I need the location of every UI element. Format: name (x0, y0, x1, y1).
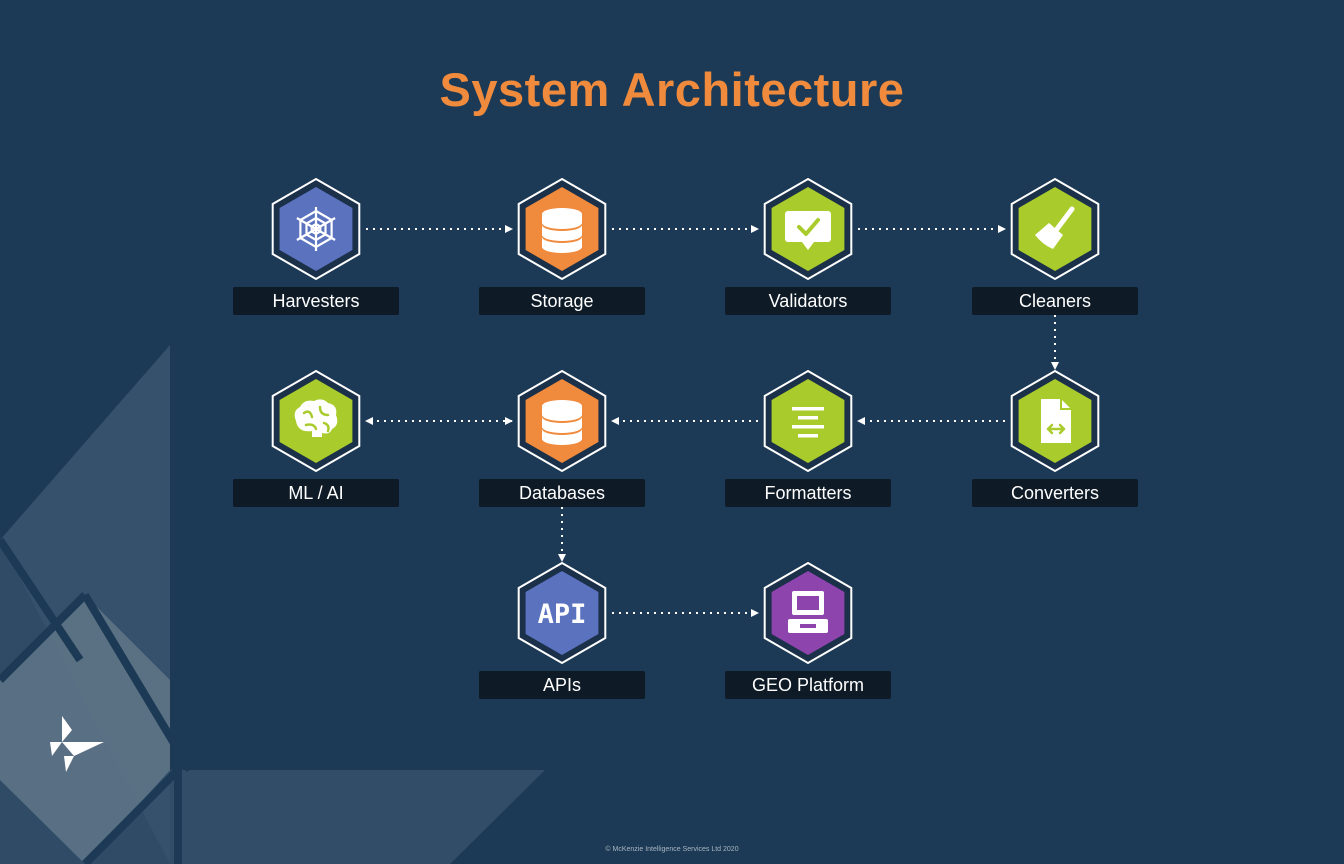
node-label-validators: Validators (725, 287, 891, 315)
node-label-converters: Converters (972, 479, 1138, 507)
node-ml-ai (271, 369, 361, 473)
node-storage (517, 177, 607, 281)
node-validators (763, 177, 853, 281)
node-cleaners (1010, 177, 1100, 281)
brain-icon (294, 399, 338, 437)
node-label-databases: Databases (479, 479, 645, 507)
align-center-icon (792, 407, 824, 438)
api-icon: API (538, 599, 587, 630)
node-label-storage: Storage (479, 287, 645, 315)
broom-icon (1035, 206, 1075, 249)
page-title: System Architecture (439, 63, 905, 116)
node-label-formatters: Formatters (725, 479, 891, 507)
node-converters (1010, 369, 1100, 473)
node-formatters (763, 369, 853, 473)
node-label-apis: APIs (479, 671, 645, 699)
database-icon (542, 400, 582, 445)
computer-icon (788, 591, 828, 633)
web-icon (296, 207, 336, 251)
copyright-footer: © McKenzie Intelligence Services Ltd 202… (605, 846, 739, 853)
node-label-ml-ai: ML / AI (233, 479, 399, 507)
svg-text:API: API (538, 599, 587, 630)
company-logo-icon (50, 716, 104, 772)
node-label-harvesters: Harvesters (233, 287, 399, 315)
check-bubble-icon (785, 211, 831, 250)
node-geo-platform (763, 561, 853, 665)
file-convert-icon (1041, 399, 1071, 443)
database-icon (542, 208, 582, 253)
node-label-cleaners: Cleaners (972, 287, 1138, 315)
node-databases (517, 369, 607, 473)
node-harvesters (271, 177, 361, 281)
node-label-geo-platform: GEO Platform (725, 671, 891, 699)
node-apis: API (517, 561, 607, 665)
